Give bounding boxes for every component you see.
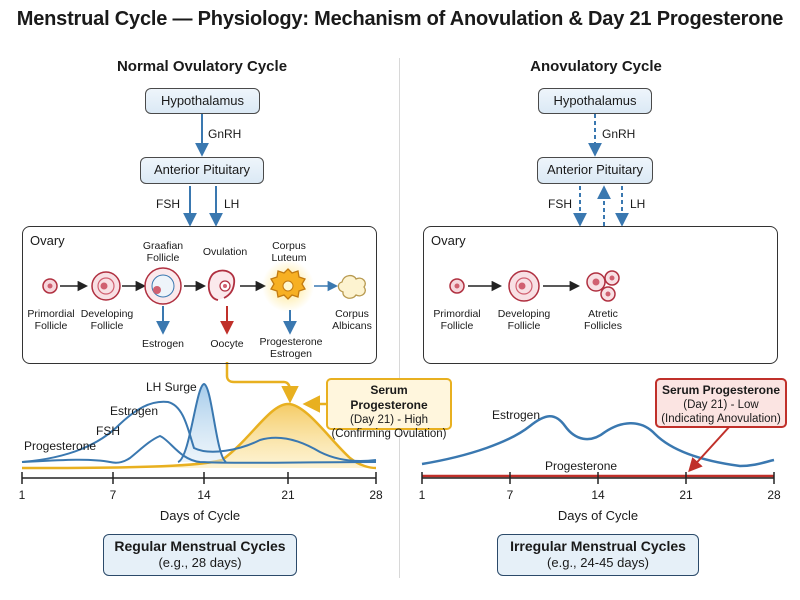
estrogen-curve-right	[421, 415, 775, 468]
primordial-follicle-icon-left	[42, 278, 58, 294]
tick-label-left-21: 21	[281, 488, 295, 502]
lh-surge-curve	[177, 382, 227, 463]
ovary-box-left	[22, 226, 377, 364]
atretic-follicles-icon	[586, 270, 620, 302]
tick-label-left-1: 1	[18, 488, 26, 502]
callout-pointer-right	[688, 425, 731, 473]
tick-label-right-28: 28	[767, 488, 781, 502]
atretic-follicles-label: Atretic Follicles	[584, 308, 622, 332]
ovulation-label: Ovulation	[202, 246, 248, 258]
serum-progesterone-callout-right: Serum Progesterone (Day 21) - Low (Indic…	[655, 378, 787, 428]
lh-label-left: LH	[224, 197, 240, 211]
tick-label-left-7: 7	[109, 488, 117, 502]
estrogen-output-label: Estrogen	[141, 338, 185, 350]
hormone-chart-right	[421, 415, 775, 484]
developing-follicle-label-right: Developing Follicle	[497, 308, 551, 332]
graafian-follicle-label: Graafian Follicle	[142, 240, 184, 264]
ovary-label-right: Ovary	[431, 233, 466, 248]
corpus-luteum-icon	[262, 260, 314, 312]
oocyte-output-label: Oocyte	[210, 338, 244, 350]
summary-sub-left: (e.g., 28 days)	[158, 555, 242, 570]
tick-label-right-7: 7	[506, 488, 514, 502]
callout-line2-right: (Indicating Anovulation)	[661, 413, 781, 425]
corpus-luteum-label: Corpus Luteum	[271, 240, 307, 264]
regular-cycles-summary: Regular Menstrual Cycles (e.g., 28 days)	[103, 534, 297, 576]
fsh-label-left: FSH	[156, 197, 180, 211]
developing-follicle-label-left: Developing Follicle	[80, 308, 134, 332]
gnrh-label-left: GnRH	[208, 127, 242, 141]
primordial-follicle-label-left: Primordial Follicle	[27, 308, 75, 332]
fsh-label-right: FSH	[548, 197, 572, 211]
left-column-heading: Normal Ovulatory Cycle	[116, 58, 288, 75]
anterior-pituitary-node-left: Anterior Pituitary	[140, 157, 264, 184]
progesterone-curve-left	[21, 402, 377, 470]
ovary-label-left: Ovary	[30, 233, 65, 248]
summary-sub-right: (e.g., 24-45 days)	[547, 555, 649, 570]
fsh-curve-left	[21, 434, 377, 464]
callout-title-right: Serum Progesterone	[661, 383, 781, 397]
callout-line1-left: (Day 21) - High	[350, 414, 428, 426]
hormone-chart-left	[21, 382, 377, 484]
estrogen-label-right: Estrogen	[492, 408, 541, 422]
tick-label-right-14: 14	[591, 488, 605, 502]
tick-label-left-28: 28	[369, 488, 383, 502]
corpus-albicans-icon	[337, 274, 366, 299]
lh-surge-label: LH Surge	[146, 380, 197, 394]
developing-follicle-icon-left	[91, 271, 121, 301]
ovulation-icon	[207, 269, 236, 301]
graafian-follicle-icon	[144, 267, 182, 305]
callout-line2-left: (Confirming Ovulation)	[331, 428, 447, 440]
tick-label-left-14: 14	[197, 488, 211, 502]
fsh-curve-label-left: FSH	[96, 424, 120, 438]
ovary-box-right	[423, 226, 778, 364]
hypothalamus-node-left: Hypothalamus	[145, 88, 260, 114]
progesterone-label-left: Progesterone	[24, 439, 97, 453]
corpus-albicans-label: Corpus Albicans	[332, 308, 372, 332]
summary-title-right: Irregular Menstrual Cycles	[510, 538, 686, 554]
oocyte-to-progesterone-connector	[225, 362, 299, 404]
irregular-cycles-summary: Irregular Menstrual Cycles (e.g., 24-45 …	[497, 534, 699, 576]
estrogen-curve-left	[21, 400, 377, 463]
developing-follicle-icon-right	[508, 270, 540, 302]
progesterone-fill-left	[22, 404, 376, 468]
hypothalamus-node-right: Hypothalamus	[538, 88, 652, 114]
lh-label-right: LH	[630, 197, 646, 211]
x-axis-label-left: Days of Cycle	[159, 508, 241, 523]
progesterone-estrogen-output-label: Progesterone Estrogen	[259, 336, 323, 360]
x-axis-label-right: Days of Cycle	[557, 508, 639, 523]
progesterone-label-right: Progesterone	[545, 459, 618, 473]
serum-progesterone-callout-left: Serum Progesterone (Day 21) - High (Conf…	[326, 378, 452, 440]
primordial-follicle-icon-right	[449, 278, 465, 294]
tick-label-right-21: 21	[679, 488, 693, 502]
gnrh-label-right: GnRH	[602, 127, 636, 141]
anterior-pituitary-node-right: Anterior Pituitary	[537, 157, 653, 184]
primordial-follicle-label-right: Primordial Follicle	[433, 308, 481, 332]
estrogen-label-left: Estrogen	[110, 404, 159, 418]
tick-label-right-1: 1	[418, 488, 426, 502]
callout-title-left: Serum Progesterone	[350, 383, 428, 412]
right-column-heading: Anovulatory Cycle	[530, 58, 662, 75]
callout-line1-right: (Day 21) - Low	[683, 399, 759, 411]
lh-surge-fill	[178, 384, 226, 462]
column-divider	[399, 58, 400, 578]
summary-title-left: Regular Menstrual Cycles	[114, 538, 286, 554]
page-title: Menstrual Cycle — Physiology: Mechanism …	[16, 8, 784, 30]
